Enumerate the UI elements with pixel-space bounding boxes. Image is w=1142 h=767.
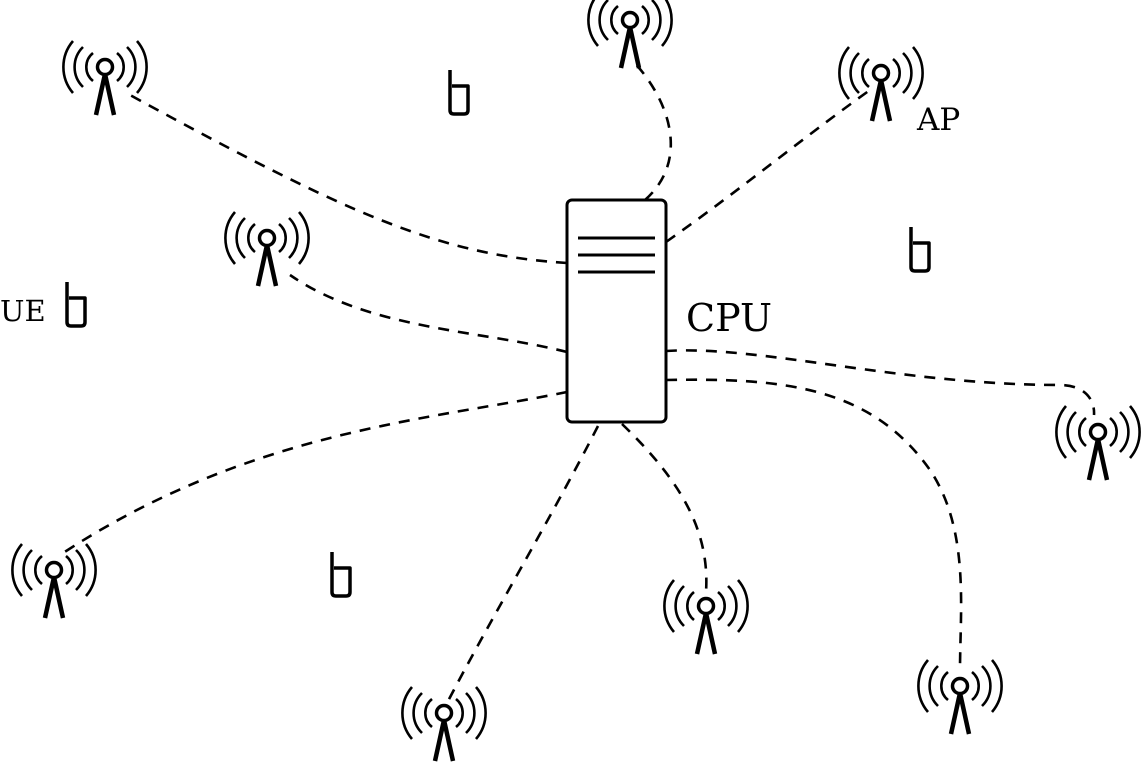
antenna-icon [664, 580, 747, 654]
mobile-phone-icon [330, 550, 352, 598]
link-ap-top-right [665, 88, 871, 244]
ap-label: AP [916, 102, 960, 138]
antenna-icon [225, 212, 308, 286]
fronthaul-links [59, 59, 1096, 706]
cpu-label: CPU [686, 296, 772, 340]
mobile-phone-icon [448, 68, 470, 116]
antenna-icon [588, 0, 671, 68]
link-ap-top-left [129, 93, 568, 265]
antenna-icon [1056, 406, 1139, 480]
antenna-icon [12, 544, 95, 618]
mobile-phone-icon [909, 225, 931, 273]
link-ap-left-mid [289, 273, 568, 354]
antenna-icon [63, 41, 146, 115]
antenna-icon [402, 687, 485, 761]
link-ap-bottom-right [665, 378, 963, 671]
ue-label: UE [0, 294, 46, 328]
antenna-icon [839, 47, 922, 121]
link-ap-right [665, 349, 1096, 416]
link-ap-bottom-mid [621, 423, 708, 593]
user-equipments [65, 68, 931, 598]
antenna-icon [918, 660, 1001, 734]
mobile-phone-icon [65, 280, 87, 328]
link-ap-bottom-center [444, 425, 600, 706]
link-ap-top-center [631, 59, 673, 201]
cpu-server-icon [565, 198, 668, 424]
link-ap-bottom-left [59, 390, 568, 557]
